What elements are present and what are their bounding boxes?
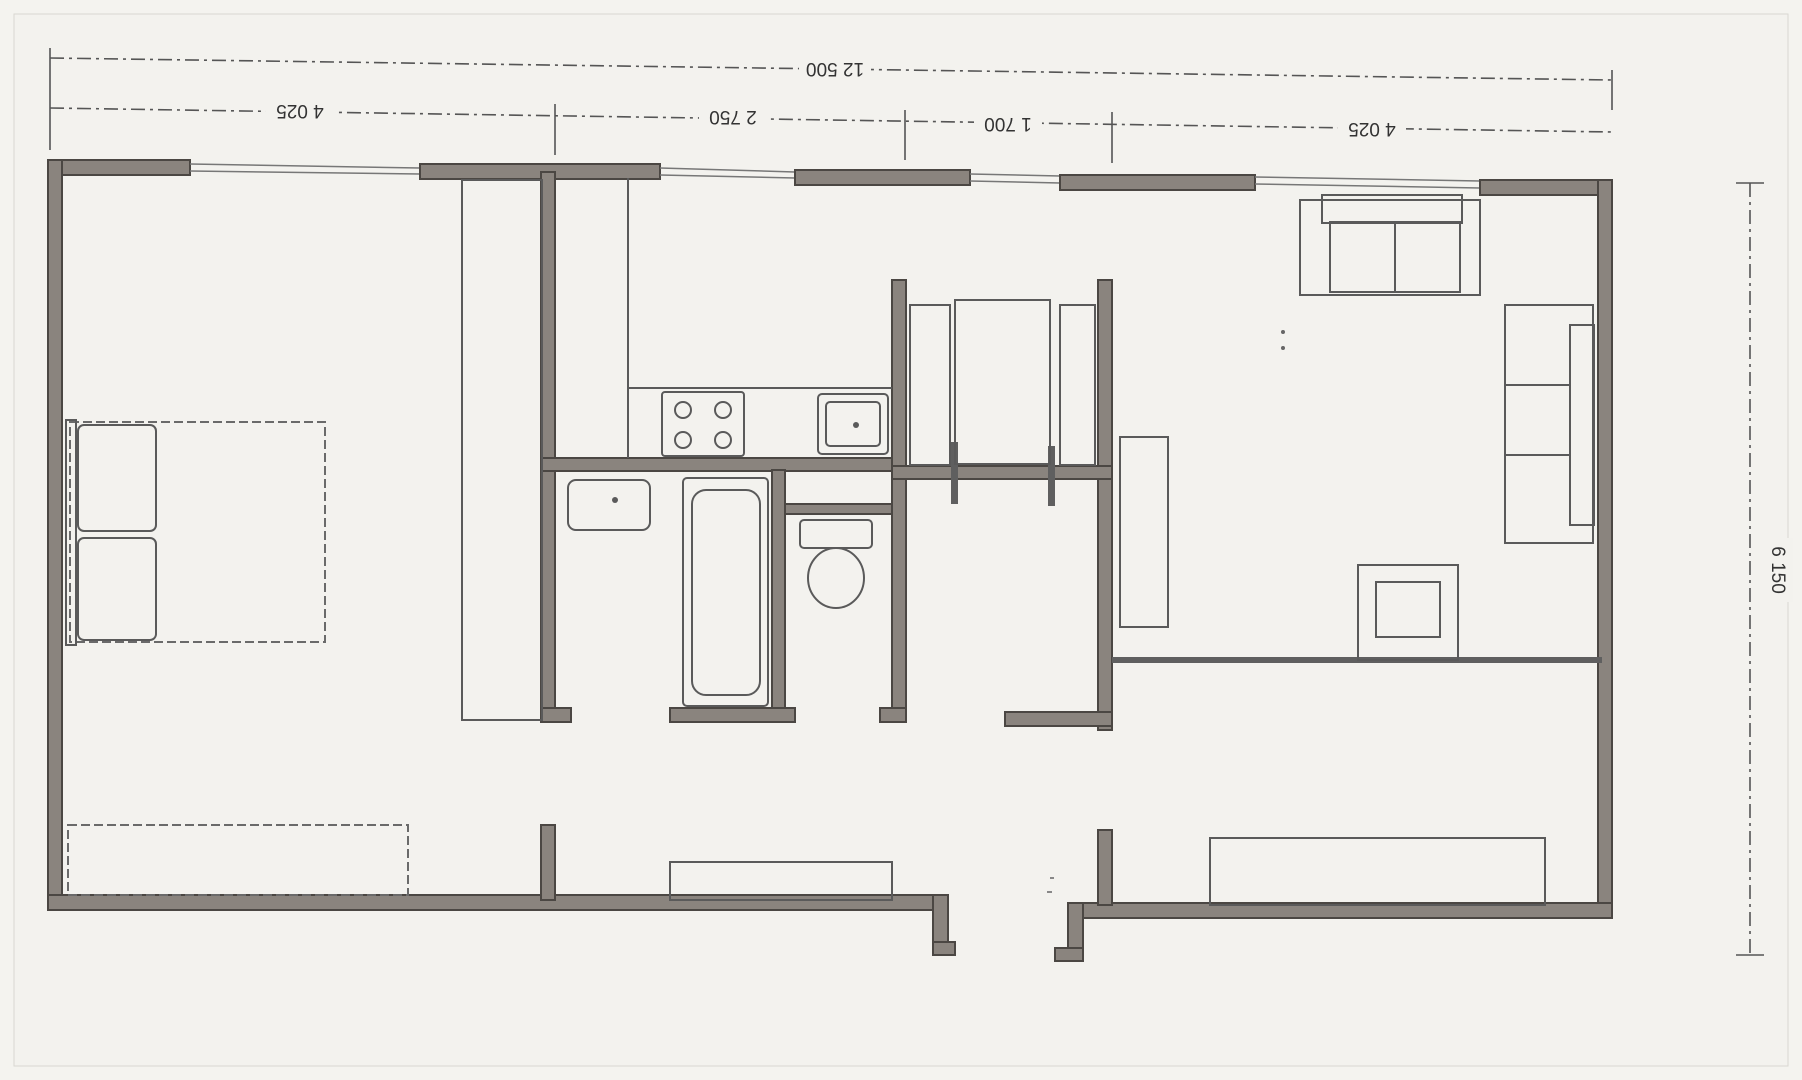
sofa-side	[1504, 304, 1595, 544]
closet-bathroom-lower	[669, 861, 893, 901]
dots-marker	[1281, 330, 1285, 350]
double-bed	[65, 419, 326, 646]
segment-width-label-1: 4 025	[276, 100, 324, 121]
overall-width-label: 12 500	[806, 58, 864, 79]
bed-left-lower	[67, 824, 409, 896]
segment-width-label-3: 1 700	[984, 113, 1032, 134]
closet-right-lower	[1209, 837, 1546, 906]
hob	[661, 391, 745, 457]
added-wall-mark-right	[1048, 446, 1055, 506]
interior-walls	[540, 171, 1602, 906]
sideboard	[1119, 436, 1169, 628]
toilet	[799, 519, 873, 609]
kitchen-counter	[627, 178, 892, 458]
entrance-marks	[1047, 877, 1054, 893]
segment-width-label-2: 2 750	[709, 106, 757, 127]
armchair	[1357, 564, 1459, 661]
segment-width-label-4: 4 025	[1348, 118, 1396, 139]
washbasin	[567, 479, 651, 531]
kitchen-sink	[817, 393, 889, 455]
overall-depth-label: 6 150	[1767, 546, 1788, 594]
bathtub	[682, 477, 769, 707]
exterior-walls	[47, 159, 1613, 962]
wardrobe-left	[461, 179, 543, 721]
hall-closet	[909, 299, 1096, 466]
added-wall-mark-left	[951, 442, 958, 504]
sofa	[1299, 194, 1481, 296]
